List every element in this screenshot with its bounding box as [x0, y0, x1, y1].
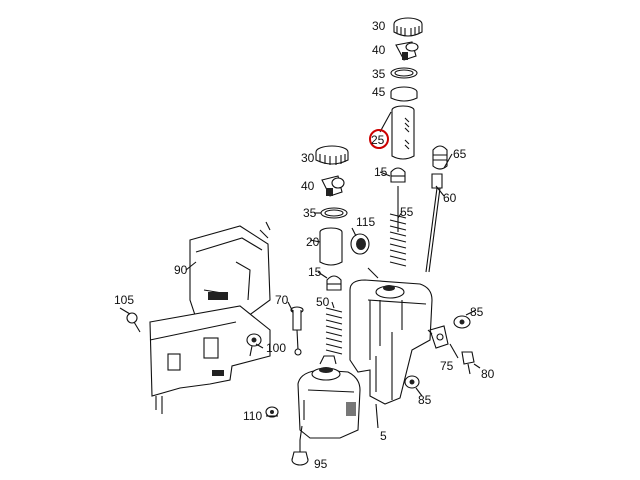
- label-70: 70: [275, 293, 289, 307]
- label-115: 115: [356, 215, 375, 229]
- label-5: 5: [380, 429, 387, 443]
- secondary-tank: [297, 355, 361, 439]
- highlight-circle: [369, 129, 389, 149]
- label-45: 45: [372, 85, 386, 99]
- seal-ring-part-35-top: [390, 67, 418, 79]
- bracket-part-75: [429, 325, 449, 349]
- label-75: 75: [440, 359, 454, 373]
- label-105: 105: [114, 293, 134, 307]
- label-40-top: 40: [372, 43, 386, 57]
- nut-part-100: [246, 333, 262, 357]
- label-90: 90: [174, 263, 188, 277]
- ring-part-45: [390, 86, 418, 102]
- dipstick-part-60: [425, 173, 443, 273]
- label-95: 95: [314, 457, 328, 471]
- label-85-right: 85: [470, 305, 484, 319]
- bolt-part-105: [126, 312, 141, 333]
- grommet-part-115: [350, 233, 370, 255]
- label-35-top: 35: [372, 67, 386, 81]
- label-35-mid: 35: [303, 206, 317, 220]
- cap-part-95: [291, 451, 309, 466]
- label-60: 60: [443, 191, 457, 205]
- spring-part-55: [389, 186, 407, 267]
- label-65: 65: [453, 147, 467, 161]
- leader-lines: [119, 111, 481, 452]
- bracket-part-90: [149, 221, 271, 414]
- valve-part-15-mid: [326, 275, 342, 291]
- nut-part-85-lower: [404, 375, 420, 389]
- spring-part-50: [325, 307, 343, 355]
- pump-part-70: [290, 306, 304, 356]
- label-15-top: 15: [374, 165, 388, 179]
- cap-part-30-top: [393, 17, 423, 37]
- washer-part-110: [265, 406, 279, 418]
- label-100: 100: [266, 341, 286, 355]
- label-110: 110: [243, 409, 262, 423]
- label-85-lower: 85: [418, 393, 432, 407]
- label-30-top: 30: [372, 19, 386, 33]
- elbow-part-40-mid: [321, 175, 345, 197]
- label-55: 55: [400, 205, 414, 219]
- valve-part-15-top: [390, 167, 406, 183]
- label-50: 50: [316, 295, 330, 309]
- label-25: 25: [371, 133, 385, 147]
- label-20: 20: [306, 235, 320, 249]
- label-30-mid: 30: [301, 151, 315, 165]
- bolt-part-80: [461, 351, 475, 375]
- reservoir-part-5: [349, 267, 433, 405]
- filter-part-20: [319, 227, 343, 266]
- label-80: 80: [481, 367, 495, 381]
- label-40-mid: 40: [301, 179, 315, 193]
- nut-part-85-right: [453, 315, 471, 329]
- plug-part-65: [432, 145, 448, 170]
- seal-ring-part-35-mid: [320, 207, 348, 219]
- filter-part-25: [391, 105, 415, 160]
- label-15-mid: 15: [308, 265, 322, 279]
- elbow-part-40-top: [395, 41, 419, 61]
- cap-part-30-mid: [315, 145, 349, 165]
